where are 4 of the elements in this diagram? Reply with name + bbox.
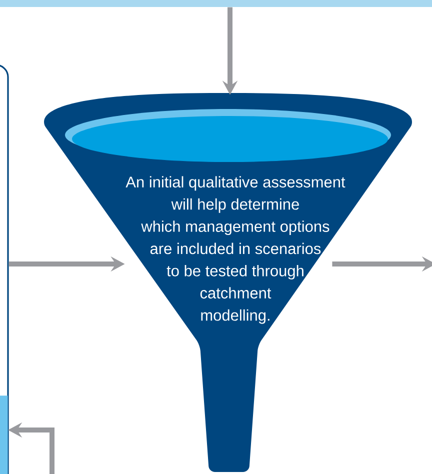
funnel-text: An initial qualitative assessment will help determine which management options are included in scenarios to be tested through catchment modelling. bbox=[126, 176, 346, 324]
panel-background bbox=[0, 396, 8, 474]
top-band bbox=[0, 0, 432, 7]
panel-outline bbox=[0, 64, 9, 474]
